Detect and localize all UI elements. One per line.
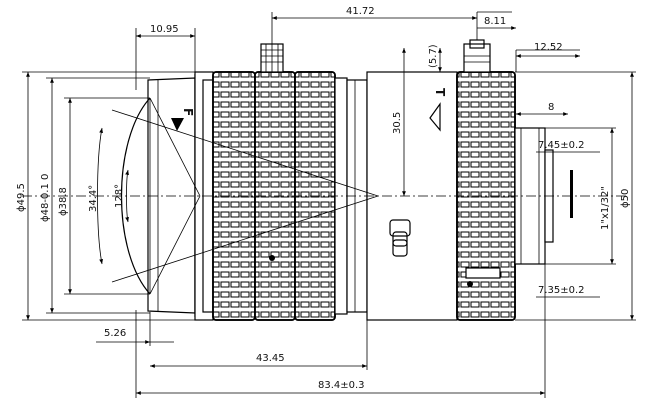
dim-10-95: 10.95: [150, 24, 179, 35]
dim-83-4: 83.4±0.3: [318, 380, 365, 391]
dim-7-35: 7.35±0.2: [538, 285, 585, 296]
dim-angle-128: 128°: [114, 184, 125, 208]
dim-41-72: 41.72: [346, 6, 375, 17]
dim-phi48: ϕ48-0.1 0: [40, 174, 51, 222]
dim-8: 8: [548, 102, 554, 113]
dim-7-45: 7.45±0.2: [538, 140, 585, 151]
svg-text:F: F: [181, 108, 195, 116]
dim-12-52: 12.52: [534, 42, 563, 53]
top-screw-right: [463, 39, 491, 73]
top-screw-left: [260, 43, 284, 73]
dim-8-11: 8.11: [484, 16, 506, 27]
dim-5-26: 5.26: [104, 328, 126, 339]
dim-phi38-8: ϕ38.8: [58, 187, 69, 216]
dim-5-7: (5.7): [428, 44, 439, 68]
dim-angle-34-4: 34.4°: [88, 185, 99, 212]
focus-mark: F: [171, 108, 195, 131]
dimension-lines: [22, 11, 636, 398]
dim-phi50: ϕ50: [620, 189, 631, 208]
dim-phi49-5: ϕ49.5: [16, 183, 27, 212]
lens-body: F T: [120, 39, 573, 321]
iris-mark: T: [429, 88, 447, 132]
lock-screw: [389, 219, 411, 257]
field-of-view-lines: [97, 97, 379, 295]
dim-30-5: 30.5: [392, 112, 403, 134]
svg-text:T: T: [433, 88, 447, 97]
dim-43-45: 43.45: [256, 353, 285, 364]
dim-thread: 1"x1/32": [600, 186, 611, 230]
